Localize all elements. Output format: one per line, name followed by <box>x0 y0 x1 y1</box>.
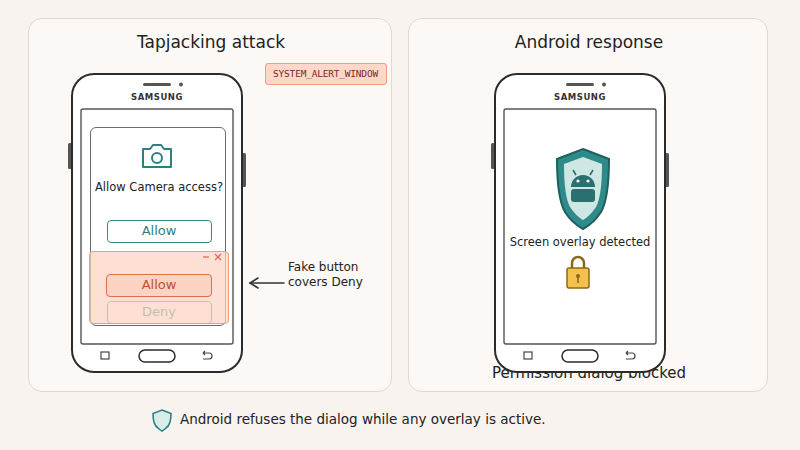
phone-device: SAMSUNGAllow Camera access?AllowDenyAllo… <box>71 73 243 373</box>
phone-part <box>203 351 212 359</box>
phone-part <box>101 352 109 359</box>
panel-title: Tapjacking attack <box>29 32 393 53</box>
annotation-text: Fake button covers Deny <box>288 260 368 290</box>
android-shield <box>557 149 609 229</box>
allow-button: Allow <box>107 220 212 243</box>
phone-part <box>562 350 598 362</box>
phone-part <box>72 74 242 372</box>
phone-part <box>524 352 532 359</box>
dialog-question: Allow Camera access? <box>95 180 223 194</box>
panel-title: Android response <box>409 32 769 53</box>
annotation-arrow <box>250 278 284 288</box>
window-controls <box>203 254 221 260</box>
tag-text: SYSTEM_ALERT_WINDOW <box>266 64 385 83</box>
phone-part <box>179 83 183 87</box>
status-text: Screen overlay detected <box>504 235 656 249</box>
camera-icon <box>143 145 171 167</box>
phone-outline <box>490 73 670 373</box>
phone-part <box>504 109 656 344</box>
panel-box: Tapjacking attackSYSTEM_ALERT_WINDOW SAMS… <box>28 18 392 392</box>
phone-part <box>81 109 233 344</box>
brand-name: SAMSUNG <box>494 92 666 103</box>
phone-part <box>139 350 175 362</box>
phone-part <box>143 83 171 86</box>
phone-part <box>495 74 665 372</box>
phone-part <box>566 83 594 86</box>
caption-text: Android refuses the dialog while any ove… <box>180 411 610 428</box>
fake-button: Allow <box>106 274 212 297</box>
phone-part <box>602 83 606 87</box>
button-text: Allow <box>108 221 210 241</box>
brand-name: SAMSUNG <box>71 92 243 103</box>
permission-tag: SYSTEM_ALERT_WINDOW <box>265 63 387 85</box>
overlay-window: Allow <box>89 251 229 324</box>
lock-icon <box>567 257 589 288</box>
phone-part <box>626 351 635 359</box>
phone-device: SAMSUNG Screen overlay detected <box>494 73 666 373</box>
caption-shield <box>153 410 171 431</box>
panel-box: Android responsePermission dialog blocke… <box>408 18 768 392</box>
